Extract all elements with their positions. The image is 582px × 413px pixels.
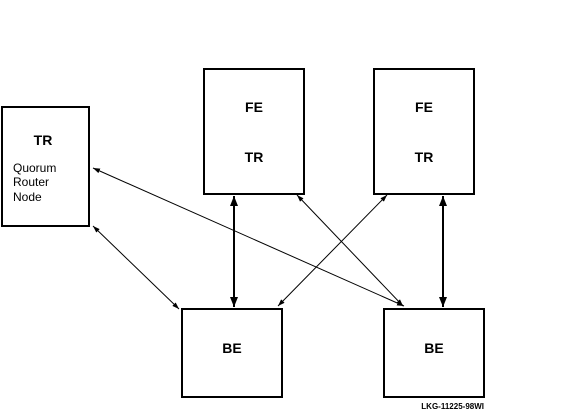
quorum-node-line-2: Router [13, 175, 49, 189]
be-node-left: BE [181, 308, 283, 398]
be-node-right: BE [383, 308, 485, 398]
link-fe-right-to-be-left [277, 194, 388, 307]
quorum-node-line-3: Node [13, 190, 42, 204]
fe-tr-left-line-1: FE [245, 99, 263, 115]
fe-tr-node-right: FE TR [373, 68, 475, 195]
be-right-label: BE [424, 340, 443, 356]
be-left-label: BE [222, 340, 241, 356]
fe-tr-right-line-1: FE [415, 99, 433, 115]
link-fe-left-to-be-right [296, 194, 404, 307]
fe-tr-node-left: FE TR [203, 68, 305, 195]
quorum-node-title: TR [34, 132, 53, 148]
fe-tr-left-line-2: TR [245, 149, 264, 165]
figure-code: LKG-11225-98WI [421, 402, 484, 411]
quorum-node-line-1: Quorum [13, 161, 56, 175]
fe-tr-right-line-2: TR [415, 149, 434, 165]
link-quorum-to-be-left [92, 225, 180, 310]
quorum-router-node: TR Quorum Router Node [1, 106, 90, 227]
